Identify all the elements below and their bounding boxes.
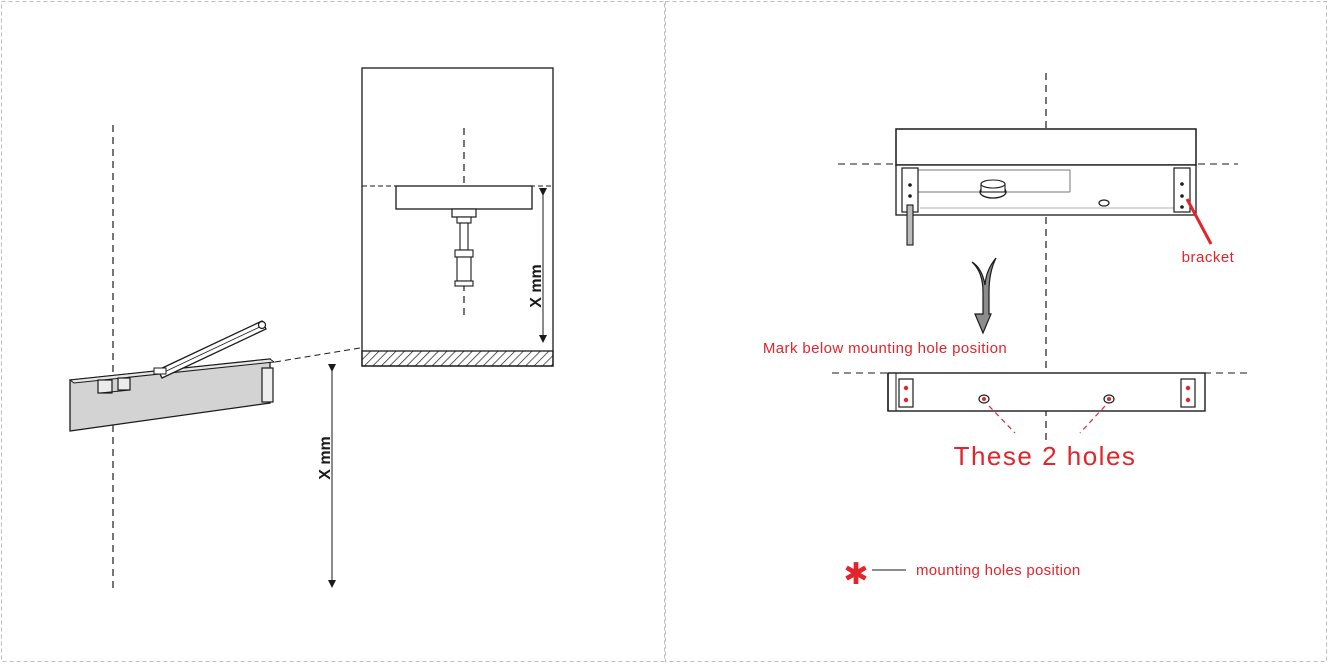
upper-closer-assembly — [895, 128, 1197, 246]
mounting-hole-marker — [982, 397, 986, 401]
mounting-hole-marker — [1185, 385, 1191, 391]
mark-label: Mark below mounting hole position — [763, 340, 1007, 357]
mounting-hole-marker — [1185, 397, 1191, 403]
hole-pointer-right — [1079, 405, 1106, 434]
right-panel: bracket Mark below mounting hole positio… — [763, 73, 1248, 591]
mounting-template — [887, 372, 1206, 412]
dimension-label-bottom: X mm — [317, 436, 334, 480]
projection-line — [274, 347, 361, 363]
asterisk-icon: ✱ — [843, 558, 868, 591]
legend-label: mounting holes position — [916, 562, 1081, 579]
down-arrow-icon — [971, 257, 997, 335]
holes-label: These 2 holes — [954, 441, 1137, 471]
door-frame-view — [361, 67, 554, 367]
mounting-hole-marker — [1107, 397, 1111, 401]
bracket-label: bracket — [1182, 249, 1235, 266]
mounting-hole-marker — [903, 397, 909, 403]
mounting-hole-marker — [903, 385, 909, 391]
legend: ✱ mounting holes position — [843, 558, 1080, 591]
dimension-label-top: X mm — [528, 264, 545, 308]
closer-arm — [153, 320, 267, 379]
bracket-pointer — [1185, 198, 1213, 245]
hole-pointer-left — [988, 405, 1016, 434]
left-panel: X mm X mm — [68, 67, 554, 588]
